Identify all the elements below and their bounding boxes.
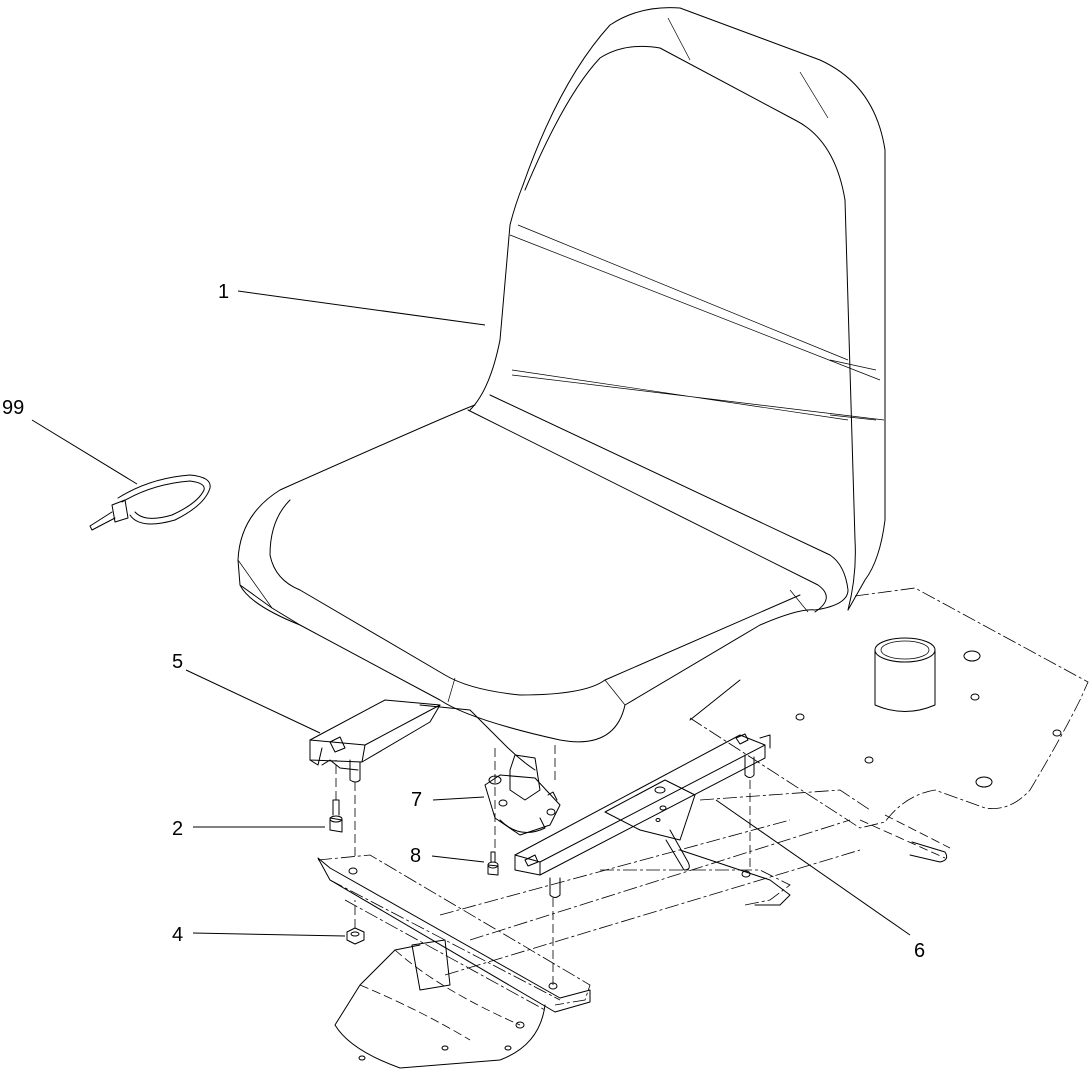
seat-switch — [484, 754, 561, 836]
callout-4: 4 — [172, 924, 346, 946]
callout-7: 7 — [411, 789, 485, 811]
cable-tie — [89, 474, 211, 531]
callout-1: 1 — [218, 281, 486, 326]
svg-text:4: 4 — [172, 924, 183, 946]
callout-99: 99 — [2, 397, 138, 485]
callout-5: 5 — [172, 651, 321, 734]
callout-8: 8 — [410, 845, 485, 867]
svg-text:1: 1 — [218, 281, 229, 303]
svg-text:6: 6 — [914, 940, 925, 962]
nut — [346, 900, 365, 945]
bolt — [329, 760, 343, 833]
screw — [487, 851, 499, 876]
base-frame — [317, 789, 871, 1069]
seat — [237, 7, 886, 850]
callout-2: 2 — [172, 818, 325, 840]
right-rail — [514, 733, 771, 985]
callout-6: 6 — [715, 799, 925, 962]
left-rail — [309, 699, 441, 860]
mounting-plate — [689, 587, 1089, 863]
svg-text:5: 5 — [172, 651, 183, 673]
svg-text:99: 99 — [2, 397, 24, 419]
svg-text:7: 7 — [411, 789, 422, 811]
svg-text:2: 2 — [172, 818, 183, 840]
svg-text:8: 8 — [410, 845, 421, 867]
